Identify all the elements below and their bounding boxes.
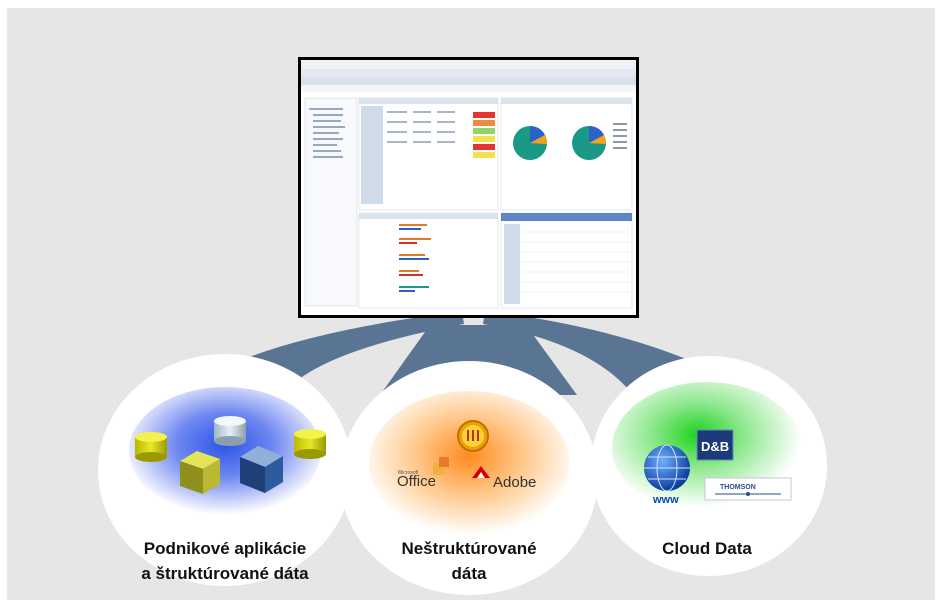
- globe-icon: [644, 444, 690, 492]
- glow-unstructured: [369, 391, 569, 535]
- dnb-text: D&B: [701, 439, 729, 454]
- dnb-logo-icon: [696, 429, 734, 461]
- label-enterprise: Podnikové aplikácie a štruktúrované dáta: [105, 536, 345, 586]
- diagram-canvas: Microsoft Office Adobe D&B THOMSON www: [7, 8, 935, 600]
- adobe-logo-icon: [472, 466, 490, 478]
- dashboard-screenshot: [298, 57, 639, 318]
- award-badge-icon: [457, 420, 489, 452]
- database-cylinder-icon: [214, 416, 246, 446]
- unstructured-icons: [433, 420, 490, 478]
- label-line: Neštruktúrované: [401, 539, 537, 558]
- enterprise-icons: [135, 416, 326, 494]
- label-cloud: Cloud Data: [607, 536, 807, 561]
- database-cylinder-icon: [294, 429, 326, 459]
- cloud-icons: [644, 429, 792, 501]
- brand-texts: Microsoft Office Adobe D&B THOMSON www: [397, 439, 756, 506]
- thomson-logo-icon: [704, 477, 792, 501]
- office-logo-icon: [433, 457, 449, 475]
- application-cube-icon: [180, 451, 220, 494]
- office-small-text: Microsoft: [398, 470, 419, 476]
- database-cylinder-icon: [135, 432, 167, 462]
- thomson-text: THOMSON: [720, 484, 756, 491]
- label-line: Cloud Data: [662, 539, 752, 558]
- diagram-graphics: Microsoft Office Adobe D&B THOMSON www: [98, 57, 827, 595]
- label-line: a štruktúrované dáta: [141, 564, 309, 583]
- label-line: Podnikové aplikácie: [143, 539, 307, 558]
- label-unstructured: Neštruktúrované dáta: [349, 536, 589, 586]
- www-text: www: [652, 494, 679, 506]
- adobe-text: Adobe: [493, 474, 536, 491]
- office-text: Office: [397, 473, 436, 490]
- label-line: dáta: [451, 564, 487, 583]
- application-cube-icon: [240, 446, 283, 493]
